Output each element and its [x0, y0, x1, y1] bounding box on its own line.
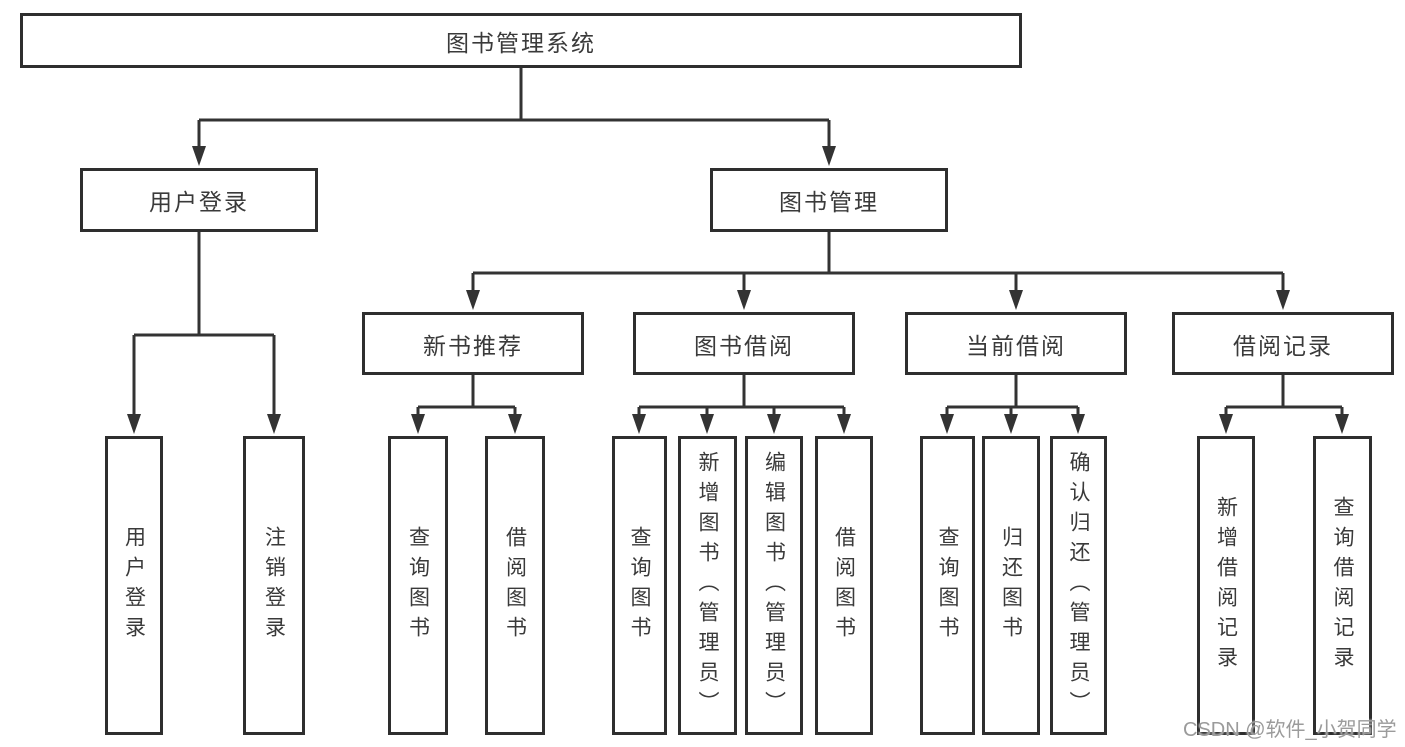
node-label: 确认归还（管理员） — [1067, 450, 1090, 721]
leaf-current-query-book: 查询图书 — [920, 436, 975, 735]
leaf-borrow-query-book: 查询图书 — [612, 436, 667, 735]
leaf-borrow-borrow-book: 借阅图书 — [815, 436, 873, 735]
node-label: 图书管理 — [779, 189, 879, 215]
node-label: 注销登录 — [262, 525, 286, 646]
node-borrow-records: 借阅记录 — [1172, 312, 1394, 375]
csdn-watermark: CSDN @软件_小贺同学 — [1183, 719, 1397, 741]
node-user-login: 用户登录 — [80, 168, 318, 232]
leaf-records-add-record: 新增借阅记录 — [1197, 436, 1255, 735]
arrowheads — [127, 146, 1349, 434]
node-label: 借阅图书 — [832, 525, 856, 646]
node-label: 用户登录 — [149, 189, 249, 215]
node-new-book-recommend: 新书推荐 — [362, 312, 584, 375]
leaf-current-return-book: 归还图书 — [982, 436, 1040, 735]
leaf-user-login: 用户登录 — [105, 436, 163, 735]
node-label: 查询借阅记录 — [1331, 495, 1354, 676]
leaf-borrow-add-book-admin: 新增图书（管理员） — [678, 436, 737, 735]
leaf-recommend-borrow-book: 借阅图书 — [485, 436, 545, 735]
node-label: 用户登录 — [122, 525, 146, 646]
node-label: 当前借阅 — [966, 332, 1066, 359]
leaf-current-confirm-return-admin: 确认归还（管理员） — [1050, 436, 1107, 735]
node-label: 查询图书 — [406, 525, 430, 646]
node-library-management-system: 图书管理系统 — [20, 13, 1022, 68]
leaf-logout-login: 注销登录 — [243, 436, 305, 735]
node-label: 归还图书 — [999, 525, 1023, 646]
node-label: 借阅图书 — [503, 525, 527, 646]
node-label: 新增借阅记录 — [1214, 495, 1238, 676]
node-label: 新书推荐 — [423, 332, 523, 359]
node-label: 新增图书（管理员） — [696, 450, 719, 721]
node-label: 查询图书 — [936, 525, 959, 646]
node-label: 查询图书 — [628, 525, 651, 646]
node-label: 图书借阅 — [694, 332, 794, 359]
node-label: 借阅记录 — [1233, 332, 1333, 359]
node-book-borrow: 图书借阅 — [633, 312, 855, 375]
leaf-borrow-edit-book-admin: 编辑图书（管理员） — [745, 436, 803, 735]
node-label: 编辑图书（管理员） — [762, 450, 786, 721]
leaf-records-query-record: 查询借阅记录 — [1313, 436, 1372, 735]
node-label: 图书管理系统 — [446, 29, 596, 56]
node-current-borrow: 当前借阅 — [905, 312, 1127, 375]
leaf-recommend-query-book: 查询图书 — [388, 436, 448, 735]
node-book-management: 图书管理 — [710, 168, 948, 232]
